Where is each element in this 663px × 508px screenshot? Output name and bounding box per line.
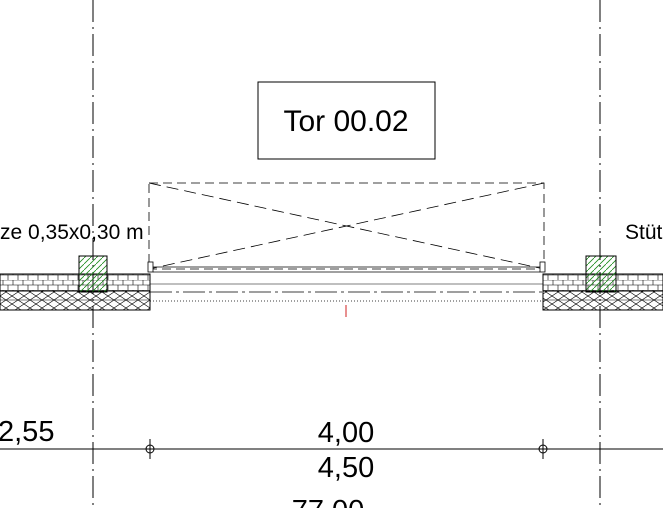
dimension-left-value: 2,55	[0, 416, 54, 448]
dimension-tick-right	[538, 439, 548, 459]
dimension-opening-value: 4,00	[318, 417, 374, 449]
right-column	[585, 255, 617, 293]
right-column-label: Stüt	[625, 221, 663, 244]
left-column	[78, 255, 108, 293]
door-leaf	[147, 261, 546, 285]
dimension-tick-left	[145, 439, 155, 459]
door-opening-outline	[148, 182, 545, 270]
left-wall	[0, 273, 151, 311]
dimension-bottom-value: 77,00	[292, 495, 365, 508]
door-opening-diagonal-b	[148, 182, 545, 270]
door-label: Tor 00.02	[283, 105, 408, 138]
door-label-box	[257, 81, 436, 160]
dimension-total-value: 4,50	[318, 452, 374, 484]
left-column-label: ze 0,35x0,30 m	[0, 221, 144, 244]
